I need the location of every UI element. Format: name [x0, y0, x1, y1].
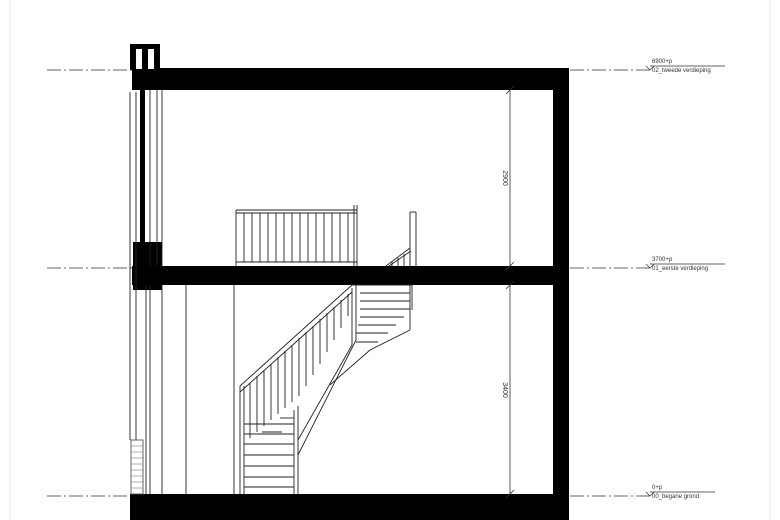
floor-slab-first [132, 266, 569, 285]
structure [130, 44, 569, 520]
level-marker-begane [645, 491, 655, 497]
chimney-top [130, 44, 160, 70]
level-marker-eerste [645, 263, 655, 269]
dimension-lines [505, 85, 515, 499]
facade-brick-hatch [131, 445, 143, 489]
roof-slab [132, 68, 569, 90]
facade-lines [129, 90, 235, 495]
facade-node-first [133, 242, 162, 290]
staircase [239, 284, 413, 494]
right-wall [553, 68, 569, 520]
level-labels: 6900+p 02_tweede verdieping 3700+p 01_ee… [652, 59, 711, 500]
dim-upper-label: 2900 [501, 170, 508, 186]
level-lines [47, 69, 650, 497]
ground-slab [130, 494, 569, 520]
level-eerste-elevation: 3700+p [652, 257, 673, 263]
level-markers [645, 65, 725, 497]
level-tweede-name: 02_tweede verdieping [652, 68, 711, 74]
chimney-detail [136, 49, 154, 69]
stair-top-railing [385, 211, 417, 267]
level-begane-elevation: 0+p [652, 485, 663, 491]
upper-balustrade [235, 205, 358, 266]
level-marker-tweede [645, 65, 655, 71]
facade-stem [140, 90, 145, 266]
level-eerste-name: 01_eerste verdieping [652, 266, 708, 272]
level-begane-name: 00_begane grond [652, 494, 699, 500]
dim-lower-label: 3400 [501, 382, 508, 398]
level-tweede-elevation: 6900+p [652, 59, 673, 65]
